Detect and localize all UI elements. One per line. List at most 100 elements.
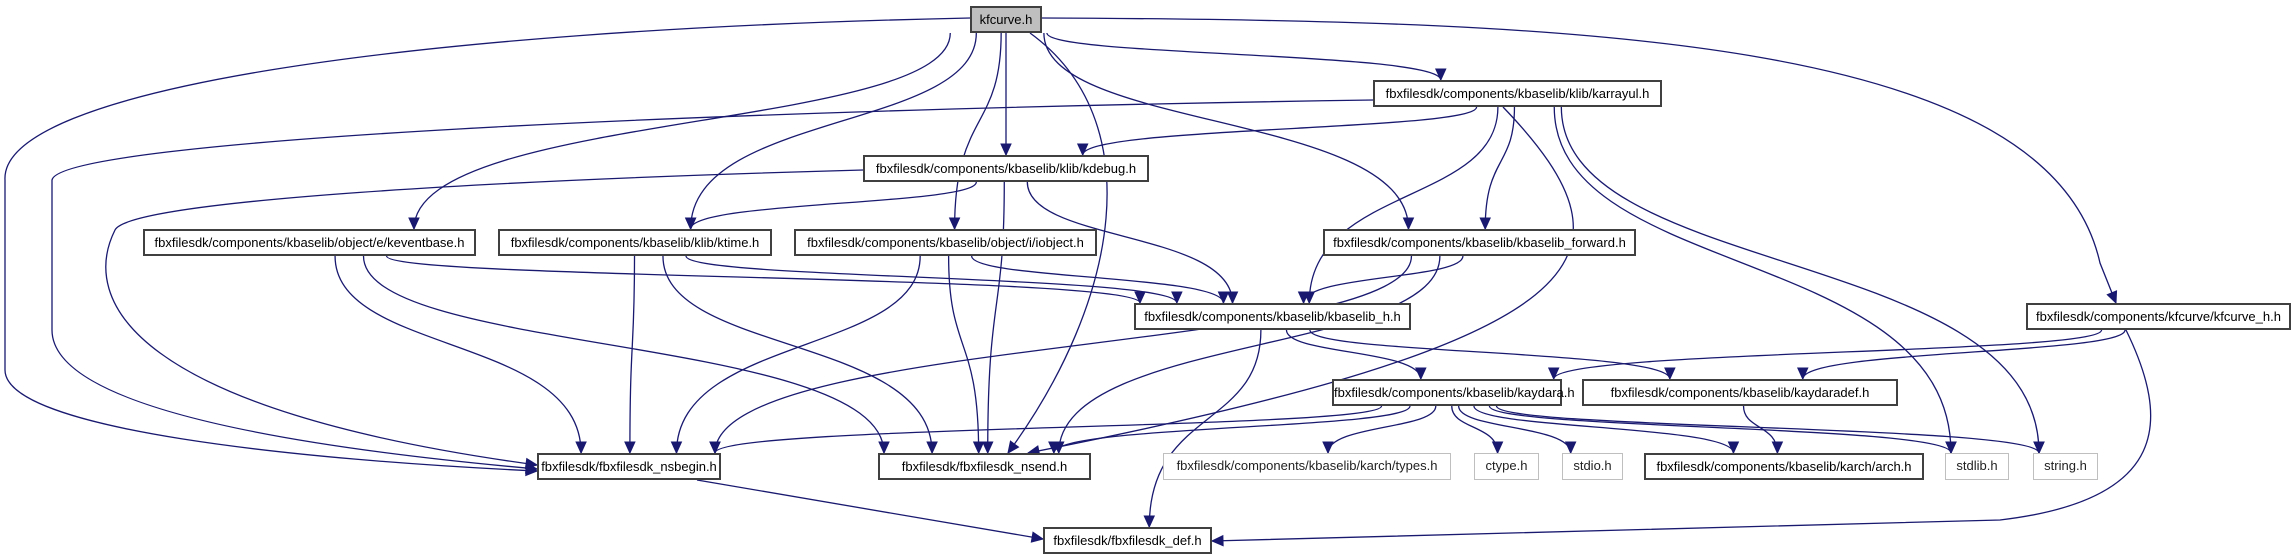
edge-kdebug-to-nsend [987,181,1005,454]
node-fbxfilesdk-nsend-h[interactable]: fbxfilesdk/fbxfilesdk_nsend.h [878,453,1091,480]
edge-kbaselib_forward-to-nsbegin [714,255,1413,454]
edge-iobject-to-nsbegin [675,255,921,454]
arrowhead-kfcurve_h-to-def [1210,534,1224,547]
arrowhead-kbaselib_h-to-kaydara [1415,367,1427,381]
arrowhead-kfcurve_h-to-kaydara [1547,367,1560,381]
edge-kaydara-to-string [1495,405,2040,454]
edge-kfcurve-to-karrayul [1046,32,1442,81]
node-keventbase-h[interactable]: fbxfilesdk/components/kbaselib/object/e/… [143,229,476,256]
node-ktime-h[interactable]: fbxfilesdk/components/kbaselib/klib/ktim… [498,229,772,256]
edge-kfcurve-to-keventbase [413,32,951,230]
edge-karrayul-to-nsbegin [51,99,1374,470]
edge-karrayul-to-kbaselib_h [1308,106,1499,304]
edge-keventbase-to-kbaselib_h [385,255,1141,304]
edge-karrayul-to-kbaselib_forward [1484,106,1516,230]
edge-kaydara-to-nsbegin [714,405,1383,454]
edge-kaydara-to-ctype [1451,405,1499,454]
edge-kaydara-to-stdio [1457,405,1572,454]
edge-ktime-to-nsend [662,255,933,454]
node-kfcurve-h-h[interactable]: fbxfilesdk/components/kfcurve/kfcurve_h.… [2026,303,2291,330]
arrowhead-kdebug-to-ktime [684,217,697,231]
arrowhead-kfcurve-to-nsend [1007,440,1020,454]
node-stdlib-h: stdlib.h [1945,453,2009,480]
arrowhead-keventbase-to-kbaselib_h [1134,291,1146,305]
edge-kfcurve-to-kbaselib_forward [1043,32,1410,230]
edge-karrayul-to-kdebug [1082,106,1478,156]
arrowhead-kbaselib_forward-to-kbaselib_h [1297,291,1310,305]
arrowhead-kbaselib_h-to-def [1143,515,1156,529]
edge-kbaselib_h-to-kaydaradef [1309,329,1671,380]
arrowhead-iobject-to-nsend [972,441,985,455]
node-kbaselib-h-h[interactable]: fbxfilesdk/components/kbaselib/kbaselib_… [1134,303,1411,330]
arrowhead-kfcurve-to-keventbase [408,217,420,231]
edge-ktime-to-nsbegin [629,255,636,454]
arrowhead-karrayul-to-kbaselib_forward [1479,217,1491,231]
edge-kfcurve-to-ktime [690,32,977,230]
node-fbxfilesdk-def-h[interactable]: fbxfilesdk/fbxfilesdk_def.h [1043,527,1212,554]
node-ctype-h: ctype.h [1474,453,1539,480]
arrowhead-kfcurve-to-karrayul [1434,68,1447,82]
arrowhead-ktime-to-kbaselib_h [1171,291,1183,305]
edge-kaydara-to-types [1327,405,1437,454]
arrowhead-ktime-to-nsend [926,441,938,455]
edge-karrayul-to-nsend [1027,106,1574,454]
arrowhead-kaydara-to-types [1322,441,1334,455]
arrowhead-kaydara-to-stdio [1564,441,1577,455]
arrowhead-kfcurve-to-kdebug [1000,143,1012,157]
node-kaydara-h[interactable]: fbxfilesdk/components/kbaselib/kaydara.h [1332,379,1575,406]
edge-keventbase-to-nsend [362,255,885,454]
arrowhead-kaydara-to-nsend [1048,441,1060,455]
arrowhead-kdebug-to-kbaselib_h [1226,291,1239,305]
edge-kfcurve_h-to-kaydaradef [1802,329,2126,380]
edge-kfcurve-to-nsbegin [4,17,971,472]
edge-kdebug-to-kbaselib_h [1026,181,1234,304]
node-kbaselib-forward-h[interactable]: fbxfilesdk/components/kbaselib/kbaselib_… [1323,229,1636,256]
arrowhead-nsbegin-to-def [1030,531,1045,543]
arrowhead-kfcurve-to-iobject [948,217,961,231]
edge-kbaselib_h-to-def [1148,329,1262,528]
node-karrayul-h[interactable]: fbxfilesdk/components/kbaselib/klib/karr… [1373,80,1662,107]
edge-kbaselib_forward-to-kbaselib_h [1302,255,1464,304]
arrowhead-iobject-to-nsbegin [670,441,683,455]
node-arch-h[interactable]: fbxfilesdk/components/kbaselib/karch/arc… [1644,453,1924,480]
edge-iobject-to-nsend [947,255,980,454]
arrowhead-kaydara-to-nsbegin [709,441,721,455]
arrowhead-kaydara-to-stdlib [1945,441,1957,455]
edge-kdebug-to-ktime [690,181,977,230]
edge-kaydara-to-arch [1473,405,1735,454]
node-kaydaradef-h[interactable]: fbxfilesdk/components/kbaselib/kaydarade… [1582,379,1898,406]
edge-keventbase-to-nsbegin [334,255,582,454]
edge-kaydara-to-stdlib [1488,405,1952,454]
node-kfcurve-h: kfcurve.h [970,6,1042,33]
node-types-h: fbxfilesdk/components/kbaselib/karch/typ… [1163,453,1451,480]
arrowhead-iobject-to-kbaselib_h [1217,291,1230,305]
edge-karrayul-to-stdlib [1553,106,1952,454]
arrowhead-kaydaradef-to-arch [1771,441,1784,455]
edge-kbaselib_h-to-kaydara [1285,329,1422,380]
arrowhead-kaydara-to-arch [1727,441,1740,455]
node-stdio-h: stdio.h [1562,453,1623,480]
arrowhead-kfcurve-to-kbaselib_forward [1402,217,1415,231]
node-fbxfilesdk-nsbegin-h[interactable]: fbxfilesdk/fbxfilesdk_nsbegin.h [537,453,721,480]
node-string-h: string.h [2033,453,2098,480]
arrowhead-kdebug-to-nsend [981,441,994,455]
arrowhead-ktime-to-nsbegin [624,441,636,455]
arrowhead-keventbase-to-nsend [878,441,890,455]
edge-kfcurve-to-iobject [953,32,1002,230]
arrowhead-kfcurve-to-kfcurve_h [2106,290,2118,305]
edge-kdebug-to-nsbegin [105,169,864,466]
edge-nsbegin-to-def [696,479,1044,540]
node-iobject-h[interactable]: fbxfilesdk/components/kbaselib/object/i/… [794,229,1097,256]
edge-kfcurve-to-nsend [1007,32,1108,454]
edge-iobject-to-kbaselib_h [971,255,1225,304]
arrowhead-kbaselib_h-to-kaydaradef [1664,367,1676,381]
arrowhead-keventbase-to-nsbegin [575,441,587,455]
arrowhead-kdebug-to-nsbegin [524,457,539,470]
arrowhead-kaydara-to-ctype [1491,441,1504,455]
edge-kfcurve_h-to-def [1211,329,2152,542]
arrowhead-kfcurve_h-to-kaydaradef [1796,367,1809,381]
edge-kbaselib_forward-to-nsend [1058,255,1441,454]
node-kdebug-h[interactable]: fbxfilesdk/components/kbaselib/klib/kdeb… [863,155,1149,182]
